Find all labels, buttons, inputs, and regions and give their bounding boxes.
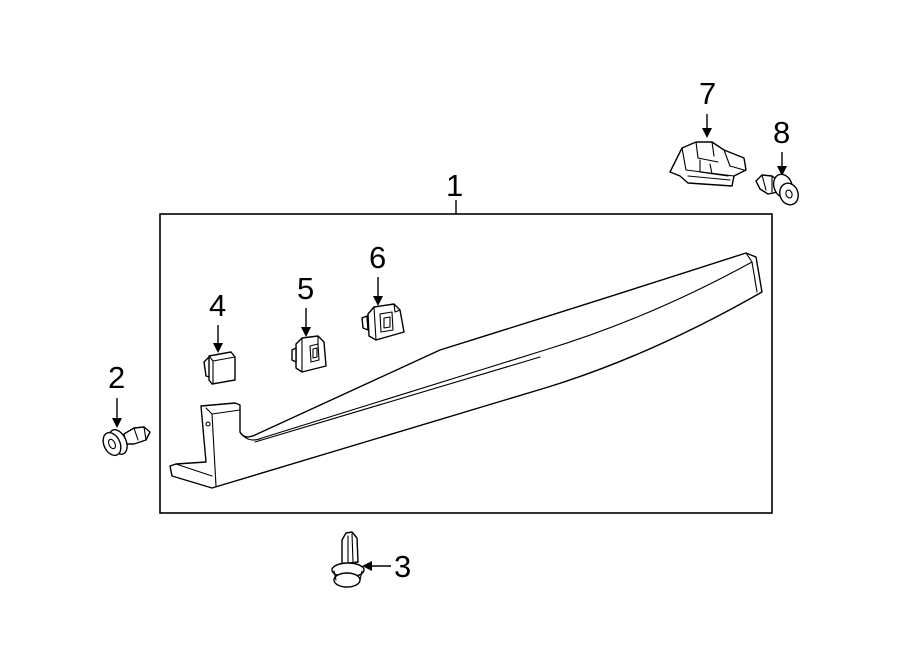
- callout-3[interactable]: 3: [362, 549, 411, 584]
- callout-7[interactable]: 7: [699, 76, 716, 138]
- callout-8[interactable]: 8: [773, 115, 790, 176]
- push-pin-part-3[interactable]: [331, 531, 365, 588]
- push-pin-part-2[interactable]: [100, 426, 151, 458]
- callout-6-arrowhead: [373, 296, 383, 306]
- callout-3-label: 3: [394, 549, 411, 584]
- push-pin-part-8[interactable]: [755, 172, 801, 208]
- callout-2-label: 2: [108, 360, 125, 395]
- bracket-part-7[interactable]: [669, 141, 747, 187]
- clip-part-6[interactable]: [361, 303, 405, 341]
- callout-1[interactable]: 1: [446, 168, 463, 214]
- callout-8-arrowhead: [777, 166, 787, 176]
- rocker-molding[interactable]: [169, 252, 763, 489]
- callout-2[interactable]: 2: [108, 360, 125, 428]
- assembly-frame: [159, 213, 773, 514]
- callout-7-label: 7: [699, 76, 716, 111]
- callout-4[interactable]: 4: [209, 288, 226, 353]
- callout-4-arrowhead: [213, 343, 223, 353]
- callout-7-arrowhead: [702, 128, 712, 138]
- callout-6[interactable]: 6: [369, 240, 386, 306]
- callout-3-arrowhead: [362, 561, 372, 571]
- callout-5[interactable]: 5: [297, 271, 314, 337]
- callout-5-label: 5: [297, 271, 314, 306]
- callout-6-label: 6: [369, 240, 386, 275]
- callout-1-label: 1: [446, 168, 463, 203]
- clip-part-4[interactable]: [203, 351, 236, 385]
- clip-part-5[interactable]: [291, 335, 327, 373]
- callout-5-arrowhead: [301, 327, 311, 337]
- callout-2-arrowhead: [112, 418, 122, 428]
- callout-4-label: 4: [209, 288, 226, 323]
- callout-8-label: 8: [773, 115, 790, 150]
